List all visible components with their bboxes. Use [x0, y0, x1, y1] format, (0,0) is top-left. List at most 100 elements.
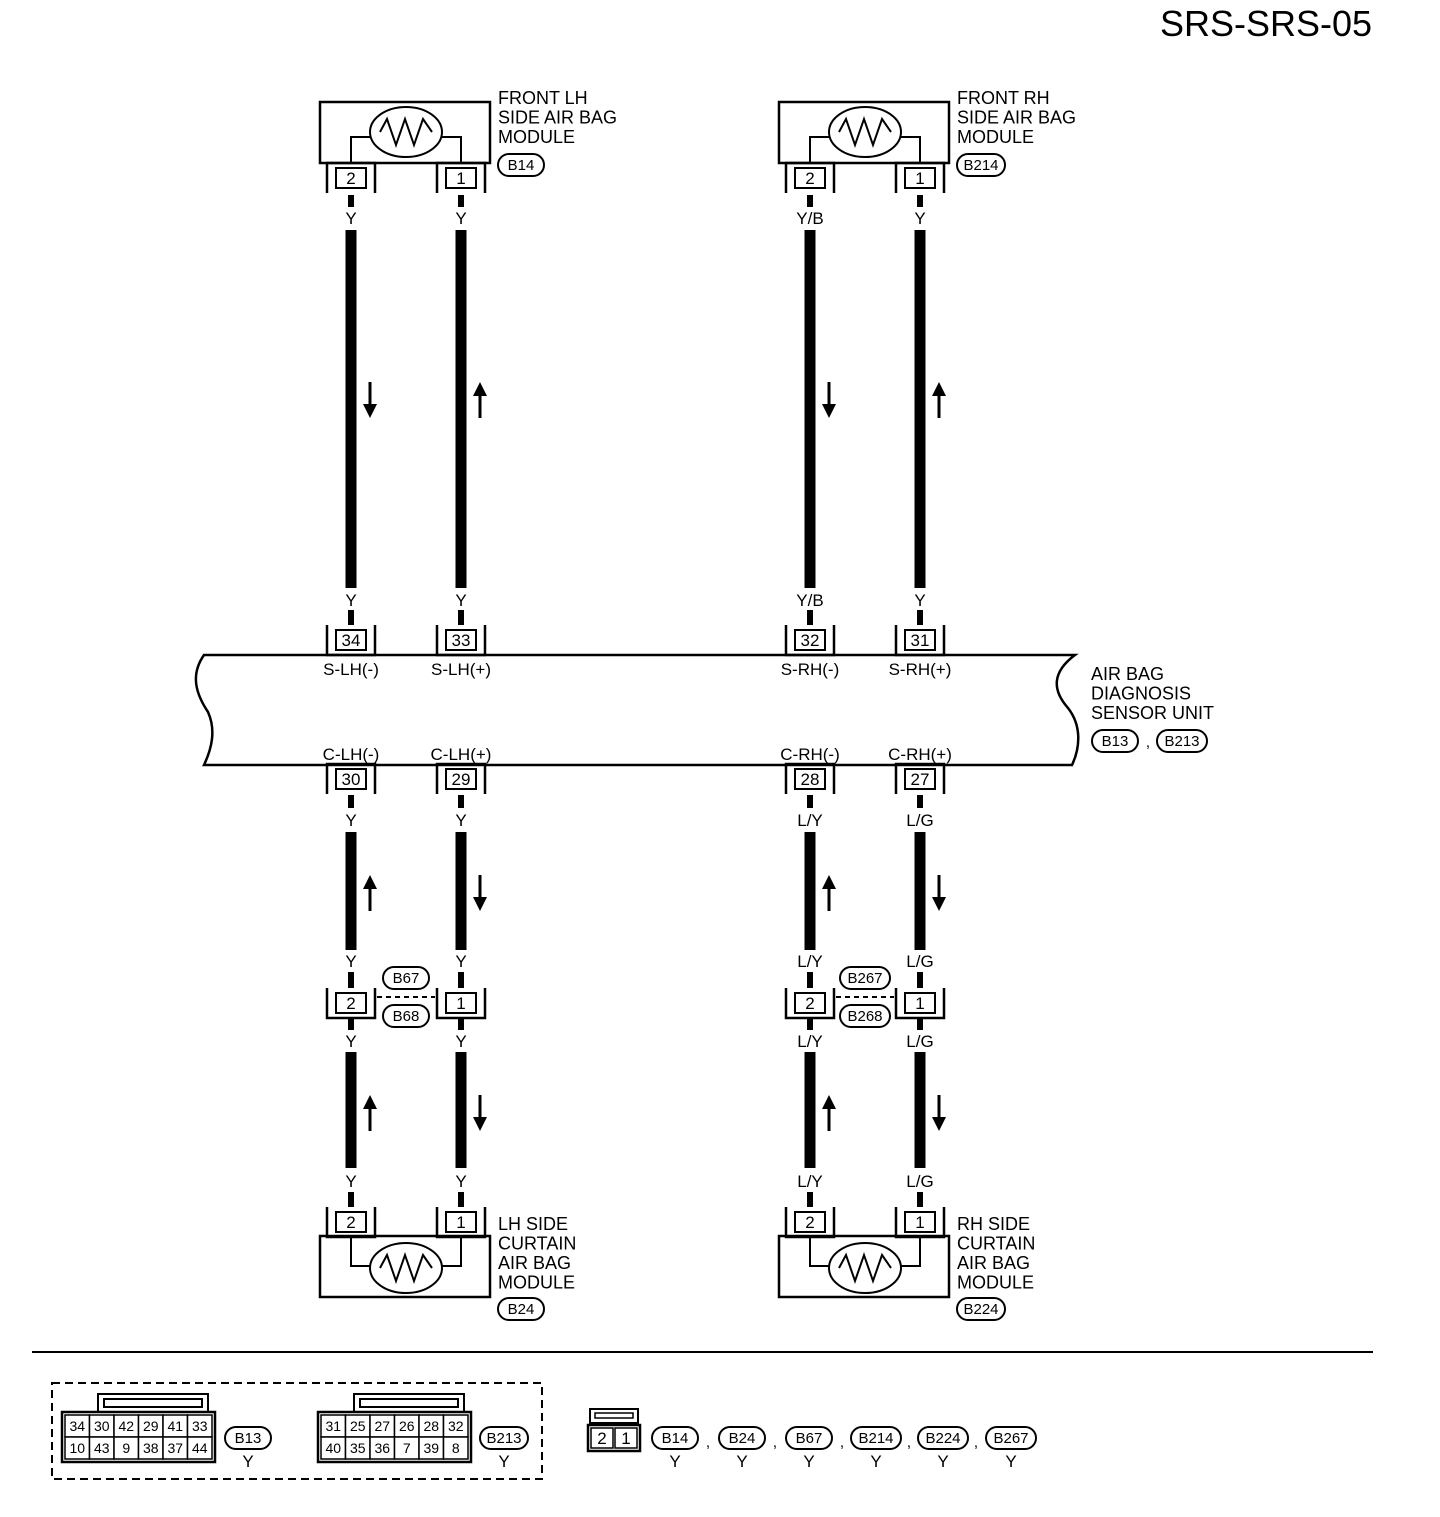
inline-connector-rh-id-top-outline: [839, 966, 891, 990]
connector-view-b213-terminal-1-4: 39: [423, 1440, 439, 1456]
connector-view-2pin-color-4: Y: [937, 1452, 948, 1471]
sensor-pin-s-rh-plus: 31: [911, 631, 930, 650]
wire-color-rh-lower-a-4: L/Y: [797, 1172, 823, 1191]
signal-arrow-lh-lower-a-2: [363, 1095, 377, 1131]
sensor-pin-s-lh-minus: 34: [342, 631, 361, 650]
connector-view-2pin-cell-1: [614, 1427, 638, 1449]
wire-color-lh-lower-a-1: Y: [345, 811, 356, 830]
wire-color-lh-upper-a-bottom: Y: [345, 591, 356, 610]
wire-color-lh-lower-b-4: Y: [455, 1172, 466, 1191]
connector-view-b213-terminal-1-2: 36: [374, 1440, 390, 1456]
lh-side-curtain-airbag-pin-2-outer: [325, 1207, 377, 1239]
signal-arrow-lh-upper-a: [363, 382, 377, 418]
rh-side-curtain-airbag-pin-1-cell: [904, 1211, 936, 1233]
connector-view-2pin-id-1: B24: [729, 1430, 756, 1447]
connector-view-b213-terminal-0-1: 25: [350, 1418, 366, 1434]
connector-view-b213-id: B213: [486, 1430, 521, 1447]
signal-arrow-rh-lower-b-1: [932, 875, 946, 911]
lh-side-curtain-airbag-label-line-2: CURTAIN: [498, 1234, 576, 1254]
sensor-connector-b213-outline: [1156, 729, 1208, 753]
inline-connector-lh-pin-1-outer: [435, 988, 487, 1020]
inline-connector-lh-pin-2-cell: [335, 992, 367, 1014]
connector-view-2pin-terminal-2: 2: [597, 1429, 606, 1448]
front-lh-side-airbag-pin-2: 2: [346, 169, 355, 188]
inline-connector-lh-id-bottom: B68: [393, 1008, 420, 1025]
wire-color-rh-lower-b-4: L/G: [906, 1172, 933, 1191]
lh-side-curtain-airbag-label-line-4: MODULE: [498, 1273, 575, 1293]
sensor-pin-s-lh-plus-cell: [445, 629, 477, 651]
signal-arrow-rh-upper-a: [822, 382, 836, 418]
front-lh-side-airbag-label-line-3: MODULE: [498, 127, 575, 147]
rh-side-curtain-airbag-connector-id-outline: [956, 1297, 1006, 1321]
front-rh-side-airbag-label-line-2: SIDE AIR BAG: [957, 108, 1076, 128]
connector-view-2pin-separator-4: ,: [974, 1434, 978, 1451]
front-lh-side-airbag-label-line-1: FRONT LH: [498, 88, 588, 108]
sensor-connector-b213: B213: [1164, 733, 1199, 750]
front-rh-side-airbag-connector-id: B214: [963, 157, 998, 174]
connector-view-b213-color: Y: [498, 1452, 509, 1471]
wire-color-lh-lower-b-3: Y: [455, 1032, 466, 1051]
connector-view-b213-terminal-1-5: 8: [452, 1440, 460, 1456]
connector-view-b213-cell-1-5: [442, 1436, 469, 1460]
lh-side-curtain-airbag-label-line-3: AIR BAG: [498, 1253, 571, 1273]
wire-color-rh-lower-a-2: L/Y: [797, 952, 823, 971]
front-lh-side-airbag-pin-2-cell: [335, 167, 367, 189]
wire-color-lh-lower-b-1: Y: [455, 811, 466, 830]
wire-color-lh-lower-a-3: Y: [345, 1032, 356, 1051]
page-title: SRS-SRS-05: [1160, 3, 1372, 44]
signal-c-rh-plus: C-RH(+): [888, 745, 952, 764]
sensor-unit-label-line-1: AIR BAG: [1091, 664, 1164, 684]
front-lh-side-airbag-label-line-2: SIDE AIR BAG: [498, 108, 617, 128]
sensor-pin-s-rh-plus-cell: [904, 629, 936, 651]
connector-view-2pin-id-5-outline: [985, 1426, 1037, 1450]
inline-connector-lh-id-top: B67: [393, 970, 420, 987]
wire-color-rh-lower-b-2: L/G: [906, 952, 933, 971]
connector-view-2pin-color-0: Y: [669, 1452, 680, 1471]
connector-view-2pin-separator-2: ,: [840, 1434, 844, 1451]
connector-view-b13-terminal-0-3: 29: [143, 1418, 159, 1434]
inline-connector-lh-pin-1: 1: [456, 994, 465, 1013]
connector-view-b13-terminal-1-5: 44: [192, 1440, 208, 1456]
front-lh-side-airbag-connector-id: B14: [508, 157, 535, 174]
front-rh-side-airbag-connector-id-outline: [956, 153, 1006, 177]
lh-side-curtain-airbag-pin-2-cell: [335, 1211, 367, 1233]
connector-view-2pin-color-1: Y: [736, 1452, 747, 1471]
front-rh-side-airbag-pin-2-outer: [784, 161, 836, 193]
sensor-pin-c-rh-plus-cell: [904, 768, 936, 790]
connector-view-b213-terminal-1-3: 7: [403, 1440, 411, 1456]
connector-view-b213-terminal-0-4: 28: [423, 1418, 439, 1434]
sensor-pin-s-rh-minus-outer: [784, 625, 836, 657]
wire-color-lh-upper-b-top: Y: [455, 209, 466, 228]
rh-side-curtain-airbag-label-line-2: CURTAIN: [957, 1234, 1035, 1254]
connector-view-b13-color: Y: [242, 1452, 253, 1471]
connector-view-2pin-id-4-outline: [917, 1426, 969, 1450]
wire-color-rh-upper-a-bottom: Y/B: [796, 591, 823, 610]
rh-side-curtain-airbag-pin-2: 2: [805, 1213, 814, 1232]
connector-view-b213-terminal-0-0: 31: [325, 1418, 341, 1434]
sensor-pin-c-lh-minus-cell: [335, 768, 367, 790]
connector-view-b13-latch-inner: [103, 1398, 203, 1408]
front-lh-side-airbag-pin-1-cell: [445, 167, 477, 189]
connector-view-b13-terminal-1-0: 10: [69, 1440, 85, 1456]
connector-view-2pin-id-2: B67: [796, 1430, 823, 1447]
sensor-pin-c-lh-minus: 30: [342, 770, 361, 789]
lh-side-curtain-airbag-pin-1-outer: [435, 1207, 487, 1239]
inline-connector-rh-pin-1-outer: [894, 988, 946, 1020]
connector-view-b213-terminal-1-0: 40: [325, 1440, 341, 1456]
front-rh-side-airbag-label-line-3: MODULE: [957, 127, 1034, 147]
connector-view-2pin-color-5: Y: [1005, 1452, 1016, 1471]
rh-side-curtain-airbag-pin-1-outer: [894, 1207, 946, 1239]
connector-view-2pin-color-3: Y: [870, 1452, 881, 1471]
connector-view-b13-id-outline: [224, 1426, 272, 1450]
sensor-pin-c-lh-plus-cell: [445, 768, 477, 790]
inline-connector-rh-pin-1-cell: [904, 992, 936, 1014]
front-rh-side-airbag-label-line-1: FRONT RH: [957, 88, 1050, 108]
signal-s-lh-minus: S-LH(-): [323, 660, 379, 679]
signal-arrow-rh-lower-b-2: [932, 1095, 946, 1131]
front-lh-side-airbag-pin-1-outer: [435, 161, 487, 193]
connector-view-b213-terminal-0-5: 32: [448, 1418, 464, 1434]
connector-view-b13-id: B13: [235, 1430, 262, 1447]
wire-color-rh-upper-b-top: Y: [914, 209, 925, 228]
